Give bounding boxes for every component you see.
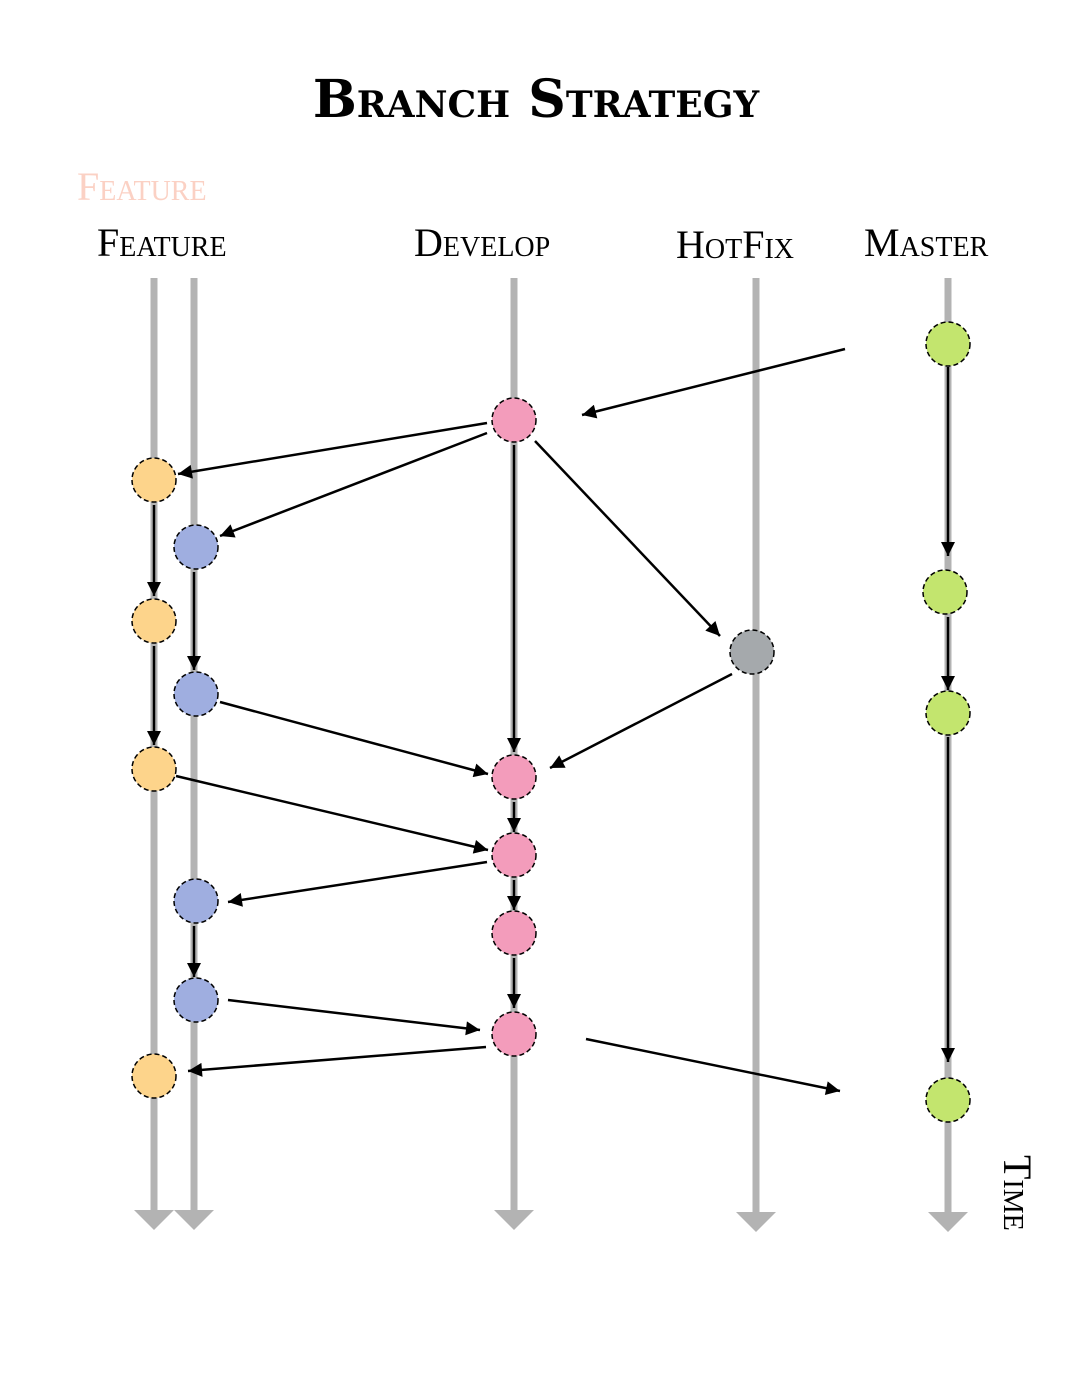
merge-arrow bbox=[227, 860, 488, 907]
lane-arrowhead-develop bbox=[494, 1210, 534, 1230]
commit-node-master bbox=[925, 321, 971, 367]
lane-label-hotfix: HotFix bbox=[676, 222, 794, 267]
commit-node-develop bbox=[491, 1011, 537, 1057]
commit-node-feature-b bbox=[173, 524, 219, 570]
lane-arrowhead-master bbox=[928, 1212, 968, 1232]
commit-node-develop bbox=[491, 910, 537, 956]
commit-node-feature-b bbox=[173, 671, 219, 717]
merge-arrow bbox=[187, 1045, 487, 1077]
commit-node-master bbox=[925, 1077, 971, 1123]
commit-node-feature-b bbox=[173, 878, 219, 924]
commit-node-master bbox=[925, 690, 971, 736]
merge-arrow bbox=[219, 700, 489, 778]
lane-arrowhead-feature-b bbox=[174, 1210, 214, 1230]
commit-node-feature-a bbox=[131, 598, 177, 644]
merge-arrow bbox=[585, 1037, 841, 1096]
commit-node-feature-a bbox=[131, 746, 177, 792]
lane-label-feature-ghost: Feature bbox=[77, 164, 207, 209]
commit-node-hotfix bbox=[729, 629, 775, 675]
merge-arrow bbox=[227, 998, 481, 1036]
commit-node-feature-a bbox=[131, 1053, 177, 1099]
commit-node-develop bbox=[491, 832, 537, 878]
lane-label-master: Master bbox=[864, 220, 989, 265]
commit-node-feature-b bbox=[173, 977, 219, 1023]
lane-arrowhead-hotfix bbox=[736, 1212, 776, 1232]
lane-arrowhead-feature-a bbox=[134, 1210, 174, 1230]
merge-arrow bbox=[549, 672, 733, 770]
lane-label-develop: Develop bbox=[414, 220, 550, 265]
merge-arrow bbox=[534, 440, 721, 637]
time-axis-label: Time bbox=[995, 1155, 1040, 1231]
lane-label-feature: Feature bbox=[97, 220, 227, 265]
commit-node-develop bbox=[491, 754, 537, 800]
commit-node-develop bbox=[491, 397, 537, 443]
merge-arrow bbox=[175, 774, 489, 854]
merge-arrow bbox=[219, 431, 488, 538]
merge-arrow bbox=[581, 347, 846, 419]
commit-node-feature-a bbox=[131, 457, 177, 503]
merge-arrow bbox=[177, 421, 488, 479]
commit-node-master bbox=[922, 569, 968, 615]
diagram-title: Branch Strategy bbox=[313, 69, 761, 130]
